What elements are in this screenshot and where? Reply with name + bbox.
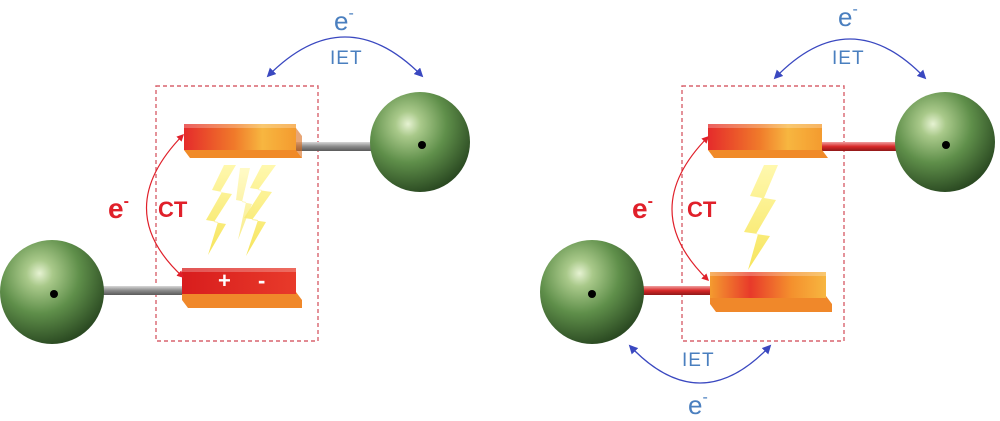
positive-charge: + [218,268,231,293]
left-interaction-bolts [206,165,276,256]
right-ct-electron: e- [632,193,653,224]
left-iet-electron: e- [334,5,354,36]
left-lower-rod [92,286,184,295]
left-lower-sphere-dot [50,290,58,298]
right-iet-bottom-arrow [628,344,772,384]
right-iet-top-label: IET [832,48,865,69]
right-ct-label: CT [687,197,717,222]
left-iet-arrow [266,36,424,78]
right-lower-plate [710,272,832,312]
left-lower-plate: + - [182,268,302,308]
right-iet-bottom-electron: e- [688,389,708,420]
right-upper-rod [822,142,906,151]
left-ct-arrow [145,133,185,278]
left-ct-electron: e- [108,193,129,224]
left-upper-sphere-dot [418,141,426,149]
right-upper-sphere-dot [942,141,950,149]
right-iet-top-electron: e- [838,1,858,32]
right-ct-arrow [671,135,710,282]
left-panel: + - e- CT e- IET [0,5,470,344]
right-lower-rod [616,286,712,295]
right-iet-top-arrow [773,38,927,80]
left-upper-plate [184,124,302,158]
left-interaction-box [155,85,319,342]
negative-charge: - [258,268,265,293]
left-ct-label: CT [158,197,188,222]
right-interaction-box [681,85,845,342]
right-panel: e- CT e- IET IET e- [540,1,995,420]
right-upper-plate [708,124,828,158]
right-lower-sphere-dot [588,290,596,298]
left-upper-rod [296,142,380,151]
right-iet-bottom-label: IET [682,350,715,371]
left-iet-label: IET [330,48,363,69]
right-interaction-bolt [744,165,778,270]
